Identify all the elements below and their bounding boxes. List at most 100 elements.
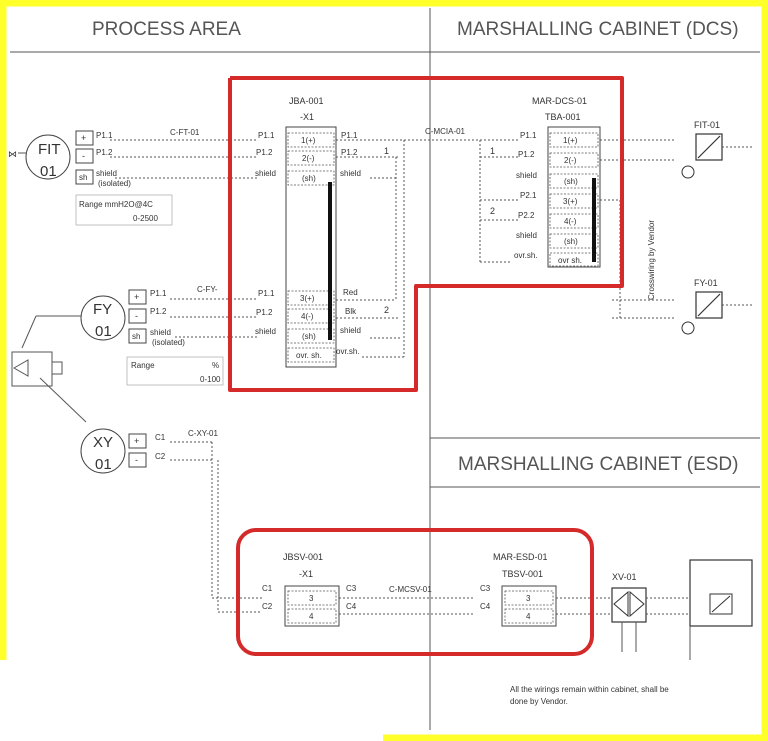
dcs-highlight-outline (228, 76, 624, 392)
mar-dcs-terminal (549, 252, 599, 267)
fy-p11: P1.1 (150, 289, 167, 298)
fit-p12: P1.2 (96, 148, 113, 157)
jba-title: JBA-001 (289, 96, 324, 106)
jbsv-title: JBSV-001 (283, 552, 323, 562)
mar-dcs-terminal (549, 233, 599, 249)
jbsv-left-c1: C1 (262, 584, 273, 593)
jba-right-shield: shield (340, 169, 361, 178)
jba-left-p12: P1.2 (256, 148, 273, 157)
fy-plus-label: + (134, 292, 139, 302)
mar-dcs-terminal (549, 193, 599, 209)
jba-pair-1: 1 (384, 146, 389, 156)
vendor-note-line-2: done by Vendor. (510, 697, 568, 706)
jba-row-1: 1(+) (301, 136, 316, 145)
fit-instrument: ⋈ FIT 01 + - sh P1.1 P1.2 shield (isolat… (8, 130, 173, 226)
fit-range-label: Range mmH2O@4C (79, 200, 153, 209)
jbsv-junction-box: JBSV-001 -X1 3 4 C1 C2 C3 C4 (262, 552, 357, 627)
positioner-box (11, 351, 53, 387)
crosswiring-vendor: Crosswiring by Vendor (647, 220, 656, 300)
cable-cmcsv: C-MCSV-01 (389, 585, 432, 594)
jba-terminal (287, 308, 335, 324)
fy-range-box (126, 356, 224, 386)
jba-terminal (287, 347, 335, 363)
mar-dcs-row-2: 2(-) (564, 156, 577, 165)
mar-esd-terminal-block: MAR-ESD-01 TBSV-001 3 4 C3 C4 (480, 552, 557, 627)
jba-terminal (287, 150, 335, 166)
mar-esd-row-1: 3 (526, 594, 531, 603)
xy-plus-label: + (134, 436, 139, 446)
fy-isolator-ground-icon (681, 321, 695, 335)
fit-isolator-slash (697, 135, 721, 159)
jbsv-row-2: 4 (309, 612, 314, 621)
xv-output-tag: XV-01 (612, 572, 637, 582)
xy-tag: XY (93, 434, 113, 451)
fit-p11: P1.1 (96, 131, 113, 140)
esd-device-box (689, 559, 753, 627)
mar-esd-left-c3: C3 (480, 584, 491, 593)
xy-terminal-plus (128, 433, 147, 449)
frame-gap (0, 660, 383, 741)
fy-isolated: (isolated) (152, 338, 185, 347)
mar-dcs-row-5: 4(-) (564, 217, 577, 226)
vendor-note-line-1: All the wirings remain within cabinet, s… (510, 685, 669, 694)
fy-range-unit: % (212, 361, 219, 370)
fy-terminal-plus (128, 289, 147, 305)
process-area-header: PROCESS AREA (92, 19, 241, 40)
mar-dcs-row-7: ovr sh. (558, 256, 582, 265)
xy-c2: C2 (155, 452, 166, 461)
fit-isolator-ground-icon (681, 165, 695, 179)
jbsv-subtitle: -X1 (299, 569, 313, 579)
mar-dcs-ovr: ovr.sh. (514, 251, 538, 260)
fit-sh-label: sh (79, 173, 87, 182)
jba-junction-box: JBA-001 -X1 1(+) 2(-) (sh) 3(+) 4(-) (sh… (255, 96, 389, 368)
mar-esd-left-c4: C4 (480, 602, 491, 611)
mar-dcs-terminal (549, 152, 599, 168)
marshalling-dcs-header: MARSHALLING CABINET (DCS) (457, 19, 739, 40)
mar-dcs-row-1: 1(+) (563, 136, 578, 145)
xy-minus-label: - (135, 455, 138, 465)
fit-output-tag: FIT-01 (694, 120, 720, 130)
xy-number: 01 (95, 456, 112, 473)
fy-number: 01 (95, 323, 112, 340)
actuator-sketch (11, 315, 87, 423)
mar-dcs-row-6: (sh) (564, 237, 578, 246)
mar-esd-row-2: 4 (526, 612, 531, 621)
mar-esd-title: MAR-ESD-01 (493, 552, 548, 562)
positioner-to-xy-line (39, 377, 87, 423)
xy-terminal-minus (128, 452, 147, 468)
fit-minus-label: - (82, 151, 85, 161)
jba-subtitle: -X1 (300, 112, 314, 122)
fit-bubble (25, 134, 71, 180)
cable-cft: C-FT-01 (170, 128, 200, 137)
mar-dcs-title: MAR-DCS-01 (532, 96, 587, 106)
fit-tag: FIT (38, 141, 61, 158)
fy-terminal-minus (128, 308, 147, 324)
xv-relay: XV-01 (611, 572, 690, 652)
fy-instrument: FY 01 + - sh P1.1 P1.2 shield (isolated)… (80, 289, 224, 386)
mar-dcs-p22: P2.2 (518, 211, 535, 220)
xy-instrument: XY 01 + - C1 C2 (80, 428, 166, 474)
xv-relay-icon (629, 590, 645, 618)
fy-isolator: FY-01 (681, 278, 752, 335)
jba-row-3: (sh) (302, 174, 316, 183)
actuator-line (21, 315, 37, 349)
mar-dcs-row-4: 3(+) (563, 197, 578, 206)
mar-dcs-p21: P2.1 (520, 191, 537, 200)
fit-range-box (75, 194, 173, 226)
fy-tag: FY (93, 301, 112, 318)
fit-isolator: FIT-01 (681, 120, 752, 179)
fy-terminal-sh (128, 328, 147, 344)
fit-terminal-plus (75, 130, 94, 146)
jba-pair-2: 2 (384, 305, 389, 315)
esd-field-device (689, 559, 753, 660)
fit-shield: shield (96, 169, 117, 178)
jba-strip (285, 126, 337, 368)
fy-bubble (80, 295, 126, 341)
fy-minus-label: - (135, 311, 138, 321)
jba-row-5: 4(-) (301, 312, 314, 321)
jbsv-terminal (287, 590, 337, 606)
jba-terminal (287, 170, 335, 186)
jba-right-ovr: ovr.sh. (336, 347, 360, 356)
positioner-port (51, 361, 63, 375)
